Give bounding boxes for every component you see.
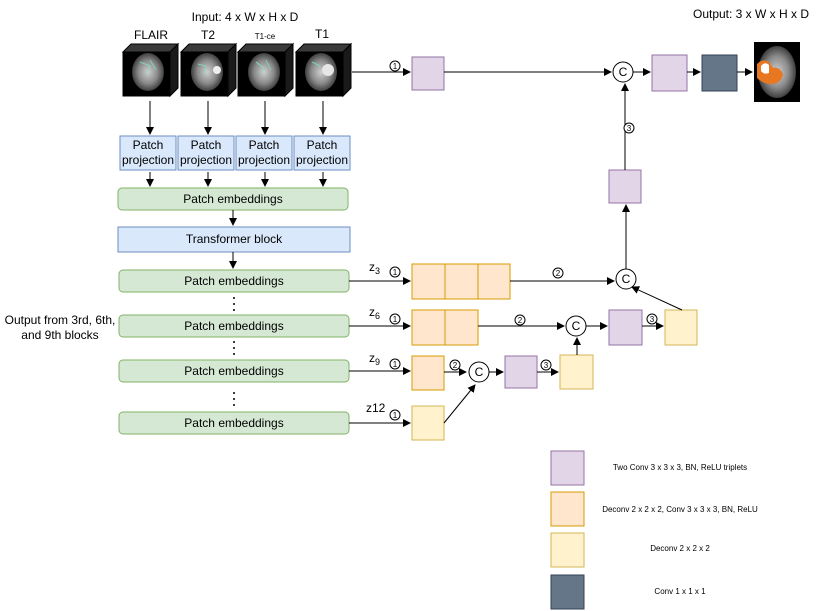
patch-embeddings-z9: Patch embeddings	[118, 359, 350, 383]
mri-volume-flair	[121, 42, 180, 98]
mri-volume-t1ce	[236, 42, 295, 98]
patch-embeddings-input: Patch embeddings	[117, 187, 349, 211]
svg-text:2: 2	[518, 316, 523, 325]
patch-embeddings-z12: Patch embeddings	[118, 411, 350, 435]
legend-swatch-dark	[550, 574, 585, 610]
svg-text:projection: projection	[122, 153, 174, 167]
marker-3-stage2: 3	[646, 313, 658, 325]
legend-label-purple: Two Conv 3 x 3 x 3, BN, ReLU triplets	[613, 463, 747, 472]
svg-text:Patch: Patch	[307, 138, 338, 152]
svg-text:1: 1	[393, 62, 398, 71]
patch-embeddings-z3: Patch embeddings	[118, 269, 350, 293]
patch-projection-t2: Patch projection	[177, 135, 235, 171]
marker-2-z6: 2	[514, 314, 526, 326]
arrow-upsample2-to-concat3	[631, 286, 683, 311]
patch-embeddings-z6: Patch embeddings	[118, 314, 350, 338]
marker-1-z6: 1	[389, 313, 401, 325]
marker-1-z3: 1	[389, 266, 401, 278]
svg-text:projection: projection	[238, 153, 290, 167]
svg-text:Patch embeddings: Patch embeddings	[183, 192, 282, 206]
modality-label-t1: T1	[315, 27, 329, 41]
transformer-block: Transformer block	[117, 226, 351, 253]
svg-text:2: 2	[556, 269, 561, 278]
svg-text:Patch embeddings: Patch embeddings	[184, 274, 283, 288]
conv-block-stage1	[504, 355, 538, 389]
legend-swatch-purple	[550, 450, 585, 486]
marker-1-z12: 1	[389, 409, 401, 421]
legend-label-orange: Deconv 2 x 2 x 2, Conv 3 x 3 x 3, BN, Re…	[602, 505, 758, 514]
skip-label-z3: z3	[369, 260, 380, 276]
patch-projection-t1: Patch projection	[293, 135, 351, 171]
deconv-block-z9	[411, 355, 445, 391]
conv-block-input	[411, 56, 445, 91]
mri-volume-t2	[179, 42, 238, 98]
svg-text:C: C	[475, 365, 484, 379]
modality-label-t1ce: T1-ce	[255, 32, 276, 41]
svg-text:C: C	[622, 272, 631, 286]
ellipsis-dots	[233, 297, 235, 406]
svg-text:Patch embeddings: Patch embeddings	[184, 416, 283, 430]
skip-label-z6: z6	[369, 305, 380, 321]
legend-swatch-yellow	[550, 532, 585, 568]
marker-2-z9: 2	[449, 359, 461, 371]
svg-text:Patch embeddings: Patch embeddings	[184, 364, 283, 378]
upsample-block-stage2	[664, 309, 698, 346]
marker-3-stage3: 3	[623, 122, 635, 134]
upsample-block-stage1	[559, 354, 594, 390]
arrow-z12-to-concat	[443, 384, 476, 424]
input-label: Input: 4 x W x H x D	[192, 10, 299, 24]
conv-block-stage2	[608, 309, 643, 346]
conv-block-final	[651, 54, 688, 92]
svg-text:Transformer block: Transformer block	[186, 232, 283, 246]
skip-label-z12: z12	[366, 401, 386, 415]
svg-text:projection: projection	[296, 153, 348, 167]
output-label: Output: 3 x W x H x D	[693, 7, 809, 21]
svg-text:Patch: Patch	[191, 138, 222, 152]
patch-projection-flair: Patch projection	[119, 135, 177, 171]
svg-text:3: 3	[650, 315, 655, 324]
patch-projection-t1ce: Patch projection	[235, 135, 293, 171]
legend: Two Conv 3 x 3 x 3, BN, ReLU triplets De…	[550, 450, 758, 610]
concat-node-2: C	[565, 315, 587, 337]
svg-text:1: 1	[393, 268, 398, 277]
modality-label-flair: FLAIR	[134, 28, 168, 42]
conv1x1-head	[701, 54, 738, 92]
deconv-block-z3	[411, 263, 511, 300]
svg-text:3: 3	[627, 124, 632, 133]
concat-node-1: C	[468, 361, 490, 383]
side-note-line2: and 9th blocks	[21, 328, 98, 342]
svg-text:1: 1	[393, 315, 398, 324]
concat-node-3: C	[615, 268, 637, 290]
svg-text:C: C	[572, 319, 581, 333]
marker-3-stage1: 3	[540, 359, 552, 371]
svg-text:3: 3	[544, 361, 549, 370]
svg-text:2: 2	[453, 361, 458, 370]
modality-label-t2: T2	[201, 28, 215, 42]
svg-text:Patch embeddings: Patch embeddings	[184, 319, 283, 333]
legend-label-dark: Conv 1 x 1 x 1	[654, 587, 706, 596]
output-segmentation-image	[754, 42, 800, 102]
upsample-block-z12	[411, 405, 445, 441]
marker-1-z9: 1	[389, 358, 401, 370]
side-note-line1: Output from 3rd, 6th,	[5, 313, 116, 327]
concat-node-4: C	[612, 61, 634, 83]
svg-text:Patch: Patch	[133, 138, 164, 152]
deconv-block-z6	[411, 309, 479, 346]
svg-text:C: C	[619, 65, 628, 79]
mri-volume-t1	[294, 42, 353, 98]
marker-2-z3: 2	[552, 267, 564, 279]
skip-label-z9: z9	[369, 351, 380, 367]
conv-block-stage3	[608, 169, 642, 204]
svg-text:1: 1	[393, 360, 398, 369]
legend-label-yellow: Deconv 2 x 2 x 2	[650, 544, 710, 553]
legend-swatch-orange	[550, 491, 585, 527]
svg-text:Patch: Patch	[249, 138, 280, 152]
marker-1-input: 1	[389, 60, 401, 72]
svg-text:1: 1	[393, 411, 398, 420]
svg-text:projection: projection	[180, 153, 232, 167]
